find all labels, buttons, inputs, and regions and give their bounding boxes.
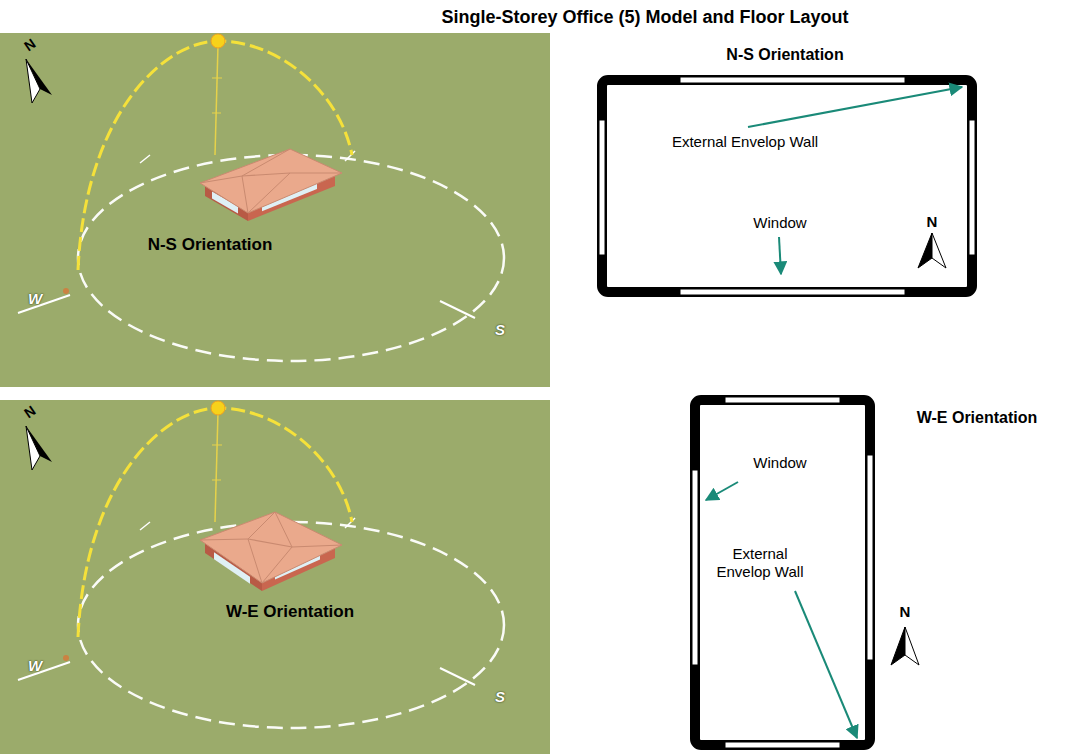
direction-letter: S <box>495 321 505 339</box>
plan-heading: N-S Orientation <box>726 45 843 64</box>
window-label: Window <box>753 214 806 232</box>
north-letter: N <box>927 213 938 231</box>
plan-heading: W-E Orientation <box>917 408 1038 427</box>
window-label: Window <box>753 454 806 472</box>
direction-letter: W <box>28 657 42 675</box>
floor-plan: N-S OrientationExternal Envelop WallWind… <box>590 40 985 305</box>
wall-label: External Envelop Wall <box>672 133 818 151</box>
compass-letter: N <box>21 35 39 55</box>
orientation-label: W-E Orientation <box>226 602 354 622</box>
floor-plan: W-E OrientationWindowExternal Envelop Wa… <box>680 388 1065 754</box>
scene-panel: N W-E OrientationW S <box>0 400 550 754</box>
wall-label: External Envelop Wall <box>705 545 815 581</box>
direction-letter: S <box>495 688 505 706</box>
orientation-label: N-S Orientation <box>148 235 273 255</box>
compass-letter: N <box>21 402 39 422</box>
diagram-title: Single-Storey Office (5) Model and Floor… <box>441 7 848 29</box>
north-letter: N <box>900 603 911 621</box>
scene-panel: N N-S OrientationW S <box>0 33 550 385</box>
direction-letter: W <box>28 290 42 308</box>
